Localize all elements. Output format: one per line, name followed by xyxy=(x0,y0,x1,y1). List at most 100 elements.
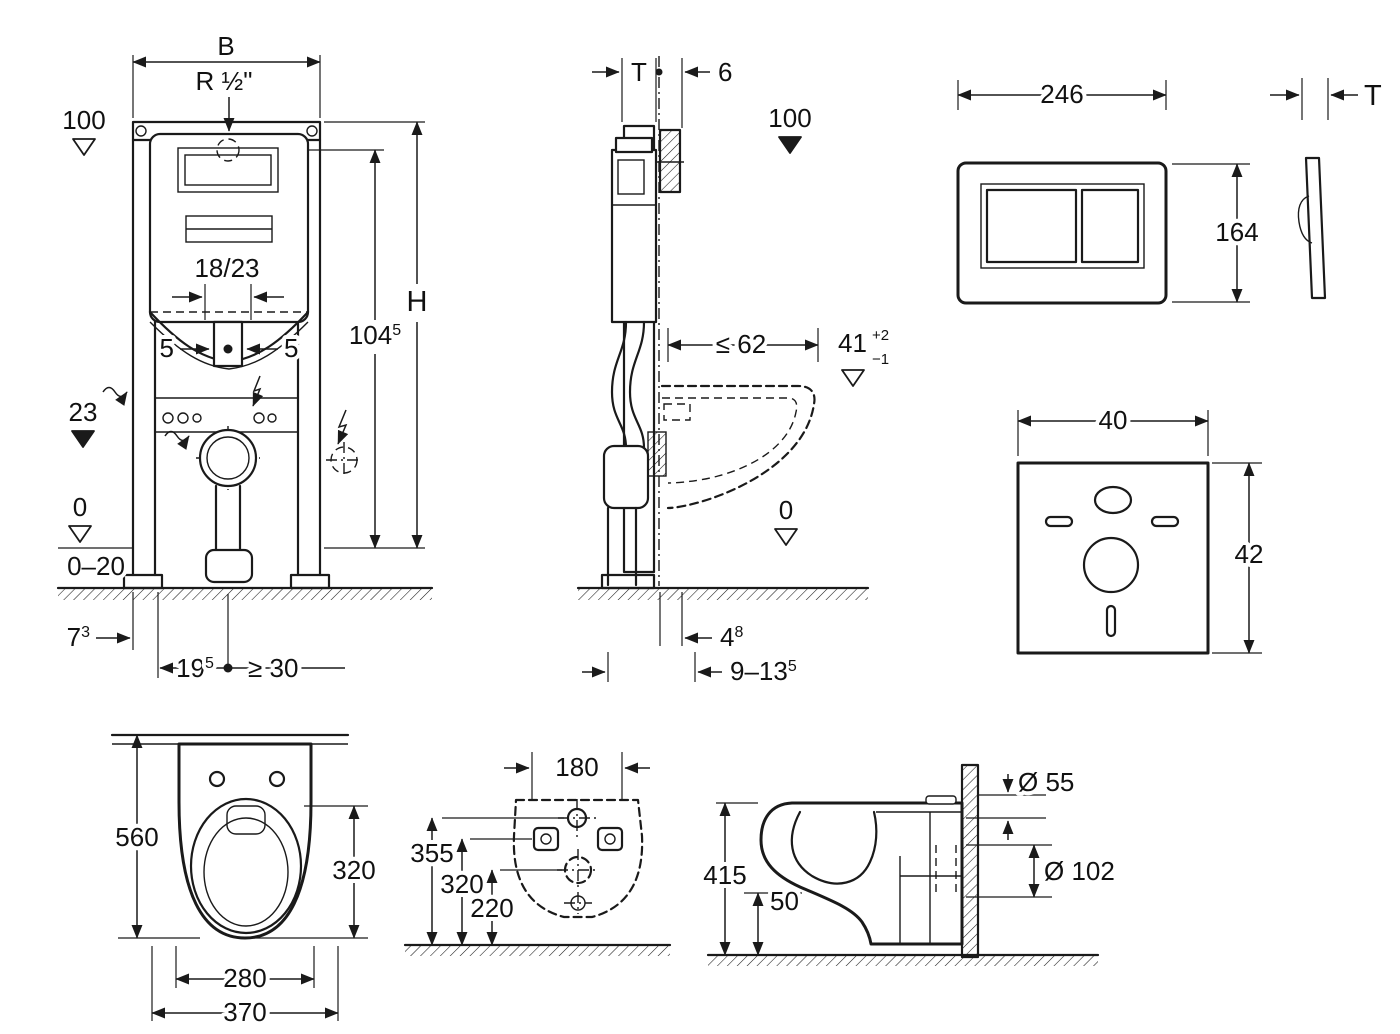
mounting-template-view: 180 355 320 220 xyxy=(403,748,672,956)
level-0-label: 0 xyxy=(73,492,87,522)
dim-5-left-label: 5 xyxy=(160,333,174,363)
dim-104-label: 1045 xyxy=(349,320,401,350)
floor-hatch xyxy=(405,946,670,956)
outlet-connector xyxy=(647,431,667,477)
wall-section xyxy=(960,763,980,959)
dim-frame-width-label: B xyxy=(217,31,234,61)
wc-bowl-dashed xyxy=(660,384,816,510)
pad-top-hole xyxy=(1093,485,1133,515)
dim-dia-102-label: Ø 102 xyxy=(1044,856,1115,886)
flush-plate xyxy=(956,161,1168,305)
side-view: T 6 100 ≤ 62 41 +2 −1 0 48 9–135 xyxy=(576,56,889,686)
level-marker-filled-icon xyxy=(778,136,802,154)
pad-slot-right xyxy=(1150,515,1180,528)
flush-bend xyxy=(212,320,244,368)
dim-depth-T-label: T xyxy=(631,57,647,87)
floor-hatch xyxy=(58,589,432,600)
template-outline xyxy=(512,798,644,919)
flush-plate-side-view: T xyxy=(1270,78,1382,300)
toilet-side-view: 415 50 Ø 55 Ø 102 xyxy=(699,763,1119,966)
button-frame xyxy=(980,183,1145,269)
template-bottom-crosshair xyxy=(564,892,592,914)
power-outlet-marker xyxy=(326,442,362,478)
seat-fixing-hole xyxy=(208,770,226,788)
fittings-row xyxy=(162,412,277,424)
flush-plate-profile xyxy=(1304,156,1327,300)
dim-560-label: 560 xyxy=(115,822,158,852)
dim-246-label: 246 xyxy=(1040,79,1083,109)
level-marker-open-icon xyxy=(841,369,865,387)
dim-50-label: 50 xyxy=(770,886,799,916)
sound-insulation-pad-view: 40 42 xyxy=(1016,401,1267,655)
cistern xyxy=(148,132,310,324)
pad-center-hole xyxy=(1082,536,1140,594)
mounting-clip xyxy=(1297,195,1313,244)
dim-min-30-label: ≥ 30 xyxy=(248,653,298,683)
dim-320-label: 320 xyxy=(440,869,483,899)
inner-rim xyxy=(189,797,303,935)
flex-hose-arrow-icon xyxy=(164,430,190,450)
pad-bottom-slot xyxy=(1105,604,1117,638)
dim-180-label: 180 xyxy=(555,752,598,782)
insulation-pad xyxy=(1016,461,1210,655)
frame-rail-side xyxy=(600,124,684,590)
dim-42-label: 42 xyxy=(1235,539,1264,569)
dim-355-label: 355 xyxy=(410,838,453,868)
large-flush-button xyxy=(985,188,1078,264)
dim-41-tolerance-plus: +2 xyxy=(872,327,889,344)
seat-fixing-hole xyxy=(268,770,286,788)
level-100-label: 100 xyxy=(768,103,811,133)
dim-40-label: 40 xyxy=(1099,405,1128,435)
power-connection-arrow-icon xyxy=(252,375,264,407)
dim-220-label: 220 xyxy=(470,893,513,923)
range-0-20-label: 0–20 xyxy=(67,551,125,581)
dim-415-label: 415 xyxy=(703,860,746,890)
dim-dia-55-label: Ø 55 xyxy=(1018,767,1074,797)
cistern-side xyxy=(610,136,658,324)
fixing-hole-left xyxy=(532,826,560,852)
dim-9-13-label: 9–135 xyxy=(730,656,797,686)
level-marker-filled-icon xyxy=(71,430,95,448)
small-flush-button xyxy=(1080,188,1140,264)
dim-370-label: 370 xyxy=(223,997,266,1027)
dim-280-label: 280 xyxy=(223,963,266,993)
dim-48-label: 48 xyxy=(720,622,743,652)
template-top-crosshair xyxy=(558,799,596,837)
dim-height-H-label: H xyxy=(407,286,428,318)
front-view: B R ½" 100 18/23 5 5 23 H 1045 0 xyxy=(56,31,434,687)
wall-bracket xyxy=(658,128,682,194)
level-100-label: 100 xyxy=(62,105,105,135)
power-connection-arrow-icon xyxy=(337,409,349,445)
level-0-label: 0 xyxy=(779,495,793,525)
dim-164-label: 164 xyxy=(1215,217,1258,247)
floor-hatch xyxy=(578,589,868,600)
thread-size-label: R ½" xyxy=(196,66,253,96)
drain-outlet xyxy=(196,426,260,490)
flush-bend-side xyxy=(602,320,667,587)
template-center-crosshair xyxy=(557,849,599,891)
drain-elbow xyxy=(204,548,254,584)
dim-depth-T-label: T xyxy=(1364,80,1382,112)
dim-320-label: 320 xyxy=(332,855,375,885)
axis-dot xyxy=(223,663,233,673)
floor-hatch xyxy=(708,956,1098,966)
dim-41-tolerance-minus: −1 xyxy=(872,351,889,368)
fixing-hole-right xyxy=(596,826,624,852)
level-marker-open-icon xyxy=(774,528,798,546)
seat-hinge xyxy=(925,795,957,805)
dim-195-label: 195 xyxy=(176,653,214,683)
bowl-body xyxy=(177,742,313,940)
dim-max-62-label: ≤ 62 xyxy=(716,329,766,359)
dim-18-23-label: 18/23 xyxy=(194,253,259,283)
dim-6-label: 6 xyxy=(718,57,732,87)
toilet-top-view: 560 320 280 370 xyxy=(110,733,380,1031)
water-surface xyxy=(203,817,289,927)
water-supply-connection xyxy=(216,138,240,162)
flush-plate-front-view: 246 164 xyxy=(956,75,1263,305)
axis-dot xyxy=(655,68,663,76)
flush-inlet xyxy=(226,805,266,835)
dim-5-right-label: 5 xyxy=(284,333,298,363)
dim-73-label: 73 xyxy=(67,622,90,652)
